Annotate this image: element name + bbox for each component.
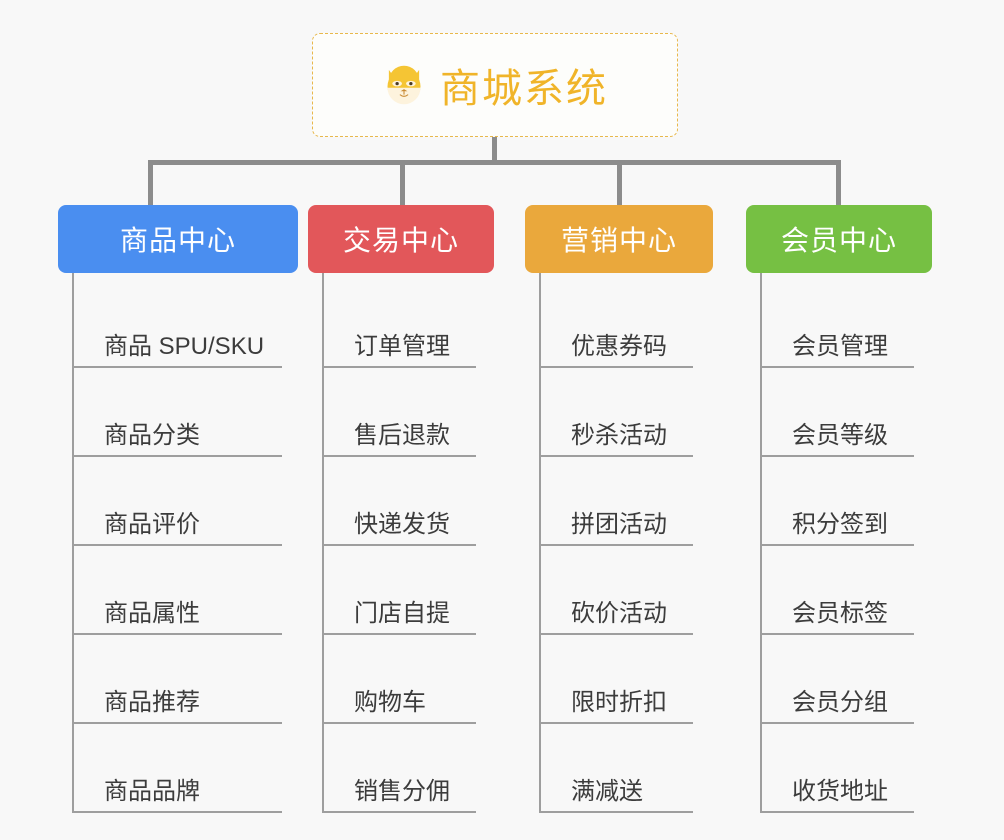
list-item-rule <box>324 722 476 724</box>
list-item-rule <box>762 455 914 457</box>
list-item[interactable]: 拼团活动 <box>541 457 713 546</box>
list-item-rule <box>762 722 914 724</box>
list-item[interactable]: 商品评价 <box>74 457 298 546</box>
category-header-product-center[interactable]: 商品中心 <box>58 205 298 273</box>
list-item-label: 会员标签 <box>792 599 888 627</box>
category-title: 交易中心 <box>342 225 459 256</box>
list-item-label: 商品品牌 <box>104 777 200 805</box>
list-item[interactable]: 满减送 <box>541 724 713 813</box>
category-title: 会员中心 <box>780 225 897 256</box>
column-marketing-center: 营销中心 优惠券码 秒杀活动 拼团活动 砍价活动 限时折扣 <box>525 205 713 813</box>
list-item-rule <box>541 544 693 546</box>
list-item[interactable]: 收货地址 <box>762 724 932 813</box>
root-node-title: 商城系统 <box>440 67 608 111</box>
connector-drop-column-3 <box>617 160 622 208</box>
connector-horizontal-bar <box>148 160 841 165</box>
list-item-label: 拼团活动 <box>571 510 667 538</box>
list-item-label: 秒杀活动 <box>571 421 667 449</box>
list-item-rule <box>541 366 693 368</box>
list-item[interactable]: 门店自提 <box>324 546 494 635</box>
list-item[interactable]: 购物车 <box>324 635 494 724</box>
item-list: 优惠券码 秒杀活动 拼团活动 砍价活动 限时折扣 满减送 <box>539 273 713 813</box>
list-item-label: 销售分佣 <box>354 777 450 805</box>
list-item[interactable]: 商品 SPU/SKU <box>74 279 298 368</box>
list-item-label: 商品属性 <box>104 599 200 627</box>
list-item-rule <box>74 722 282 724</box>
list-item[interactable]: 销售分佣 <box>324 724 494 813</box>
list-item-rule <box>74 544 282 546</box>
list-item-label: 售后退款 <box>354 421 450 449</box>
list-item[interactable]: 售后退款 <box>324 368 494 457</box>
list-item[interactable]: 商品属性 <box>74 546 298 635</box>
list-item-rule <box>762 544 914 546</box>
list-item[interactable]: 订单管理 <box>324 279 494 368</box>
list-item-rule <box>324 633 476 635</box>
connector-drop-column-4 <box>836 160 841 208</box>
list-item-label: 积分签到 <box>792 510 888 538</box>
item-list: 订单管理 售后退款 快递发货 门店自提 购物车 销售分佣 <box>322 273 494 813</box>
category-title: 商品中心 <box>119 225 236 256</box>
list-item[interactable]: 积分签到 <box>762 457 932 546</box>
list-item-label: 会员等级 <box>792 421 888 449</box>
list-item-rule <box>324 366 476 368</box>
list-item-rule <box>541 722 693 724</box>
item-list: 会员管理 会员等级 积分签到 会员标签 会员分组 收货地址 <box>760 273 932 813</box>
list-item[interactable]: 会员标签 <box>762 546 932 635</box>
connector-root-stem <box>492 137 497 164</box>
list-item-label: 订单管理 <box>354 332 450 360</box>
list-item-label: 会员管理 <box>792 332 888 360</box>
list-item-label: 会员分组 <box>792 688 888 716</box>
list-item[interactable]: 商品推荐 <box>74 635 298 724</box>
list-item-rule <box>324 811 476 813</box>
column-member-center: 会员中心 会员管理 会员等级 积分签到 会员标签 会员分组 <box>746 205 932 813</box>
list-item[interactable]: 会员管理 <box>762 279 932 368</box>
list-item-rule <box>324 544 476 546</box>
list-item[interactable]: 会员分组 <box>762 635 932 724</box>
list-item[interactable]: 优惠券码 <box>541 279 713 368</box>
column-product-center: 商品中心 商品 SPU/SKU 商品分类 商品评价 商品属性 商品推荐 <box>58 205 298 813</box>
category-header-trade-center[interactable]: 交易中心 <box>308 205 494 273</box>
list-item[interactable]: 会员等级 <box>762 368 932 457</box>
list-item[interactable]: 快递发货 <box>324 457 494 546</box>
list-item-label: 门店自提 <box>354 599 450 627</box>
list-item-rule <box>541 633 693 635</box>
category-header-marketing-center[interactable]: 营销中心 <box>525 205 713 273</box>
list-item[interactable]: 商品品牌 <box>74 724 298 813</box>
list-item-label: 商品评价 <box>104 510 200 538</box>
list-item-rule <box>74 633 282 635</box>
category-title: 营销中心 <box>560 225 677 256</box>
item-list: 商品 SPU/SKU 商品分类 商品评价 商品属性 商品推荐 商品品牌 <box>72 273 298 813</box>
list-item-rule <box>762 366 914 368</box>
list-item-label: 商品推荐 <box>104 688 200 716</box>
list-item-label: 商品分类 <box>104 421 200 449</box>
list-item-rule <box>541 455 693 457</box>
list-item-rule <box>541 811 693 813</box>
connector-drop-column-2 <box>400 160 405 208</box>
list-item[interactable]: 砍价活动 <box>541 546 713 635</box>
shiba-dog-icon <box>382 63 426 107</box>
list-item[interactable]: 限时折扣 <box>541 635 713 724</box>
list-item-rule <box>74 366 282 368</box>
list-item-label: 满减送 <box>571 777 643 805</box>
list-item-label: 砍价活动 <box>571 599 667 627</box>
list-item-rule <box>762 811 914 813</box>
list-item-label: 商品 SPU/SKU <box>104 332 265 360</box>
column-trade-center: 交易中心 订单管理 售后退款 快递发货 门店自提 购物车 <box>308 205 494 813</box>
list-item[interactable]: 秒杀活动 <box>541 368 713 457</box>
list-item-rule <box>74 455 282 457</box>
list-item[interactable]: 商品分类 <box>74 368 298 457</box>
root-node-mall-system[interactable]: 商城系统 <box>312 33 678 137</box>
list-item-rule <box>74 811 282 813</box>
list-item-label: 收货地址 <box>792 777 888 805</box>
list-item-rule <box>324 455 476 457</box>
list-item-label: 优惠券码 <box>571 332 667 360</box>
list-item-label: 快递发货 <box>354 510 450 538</box>
connector-drop-column-1 <box>148 160 153 208</box>
list-item-label: 购物车 <box>354 688 426 716</box>
list-item-label: 限时折扣 <box>571 688 667 716</box>
category-header-member-center[interactable]: 会员中心 <box>746 205 932 273</box>
list-item-rule <box>762 633 914 635</box>
